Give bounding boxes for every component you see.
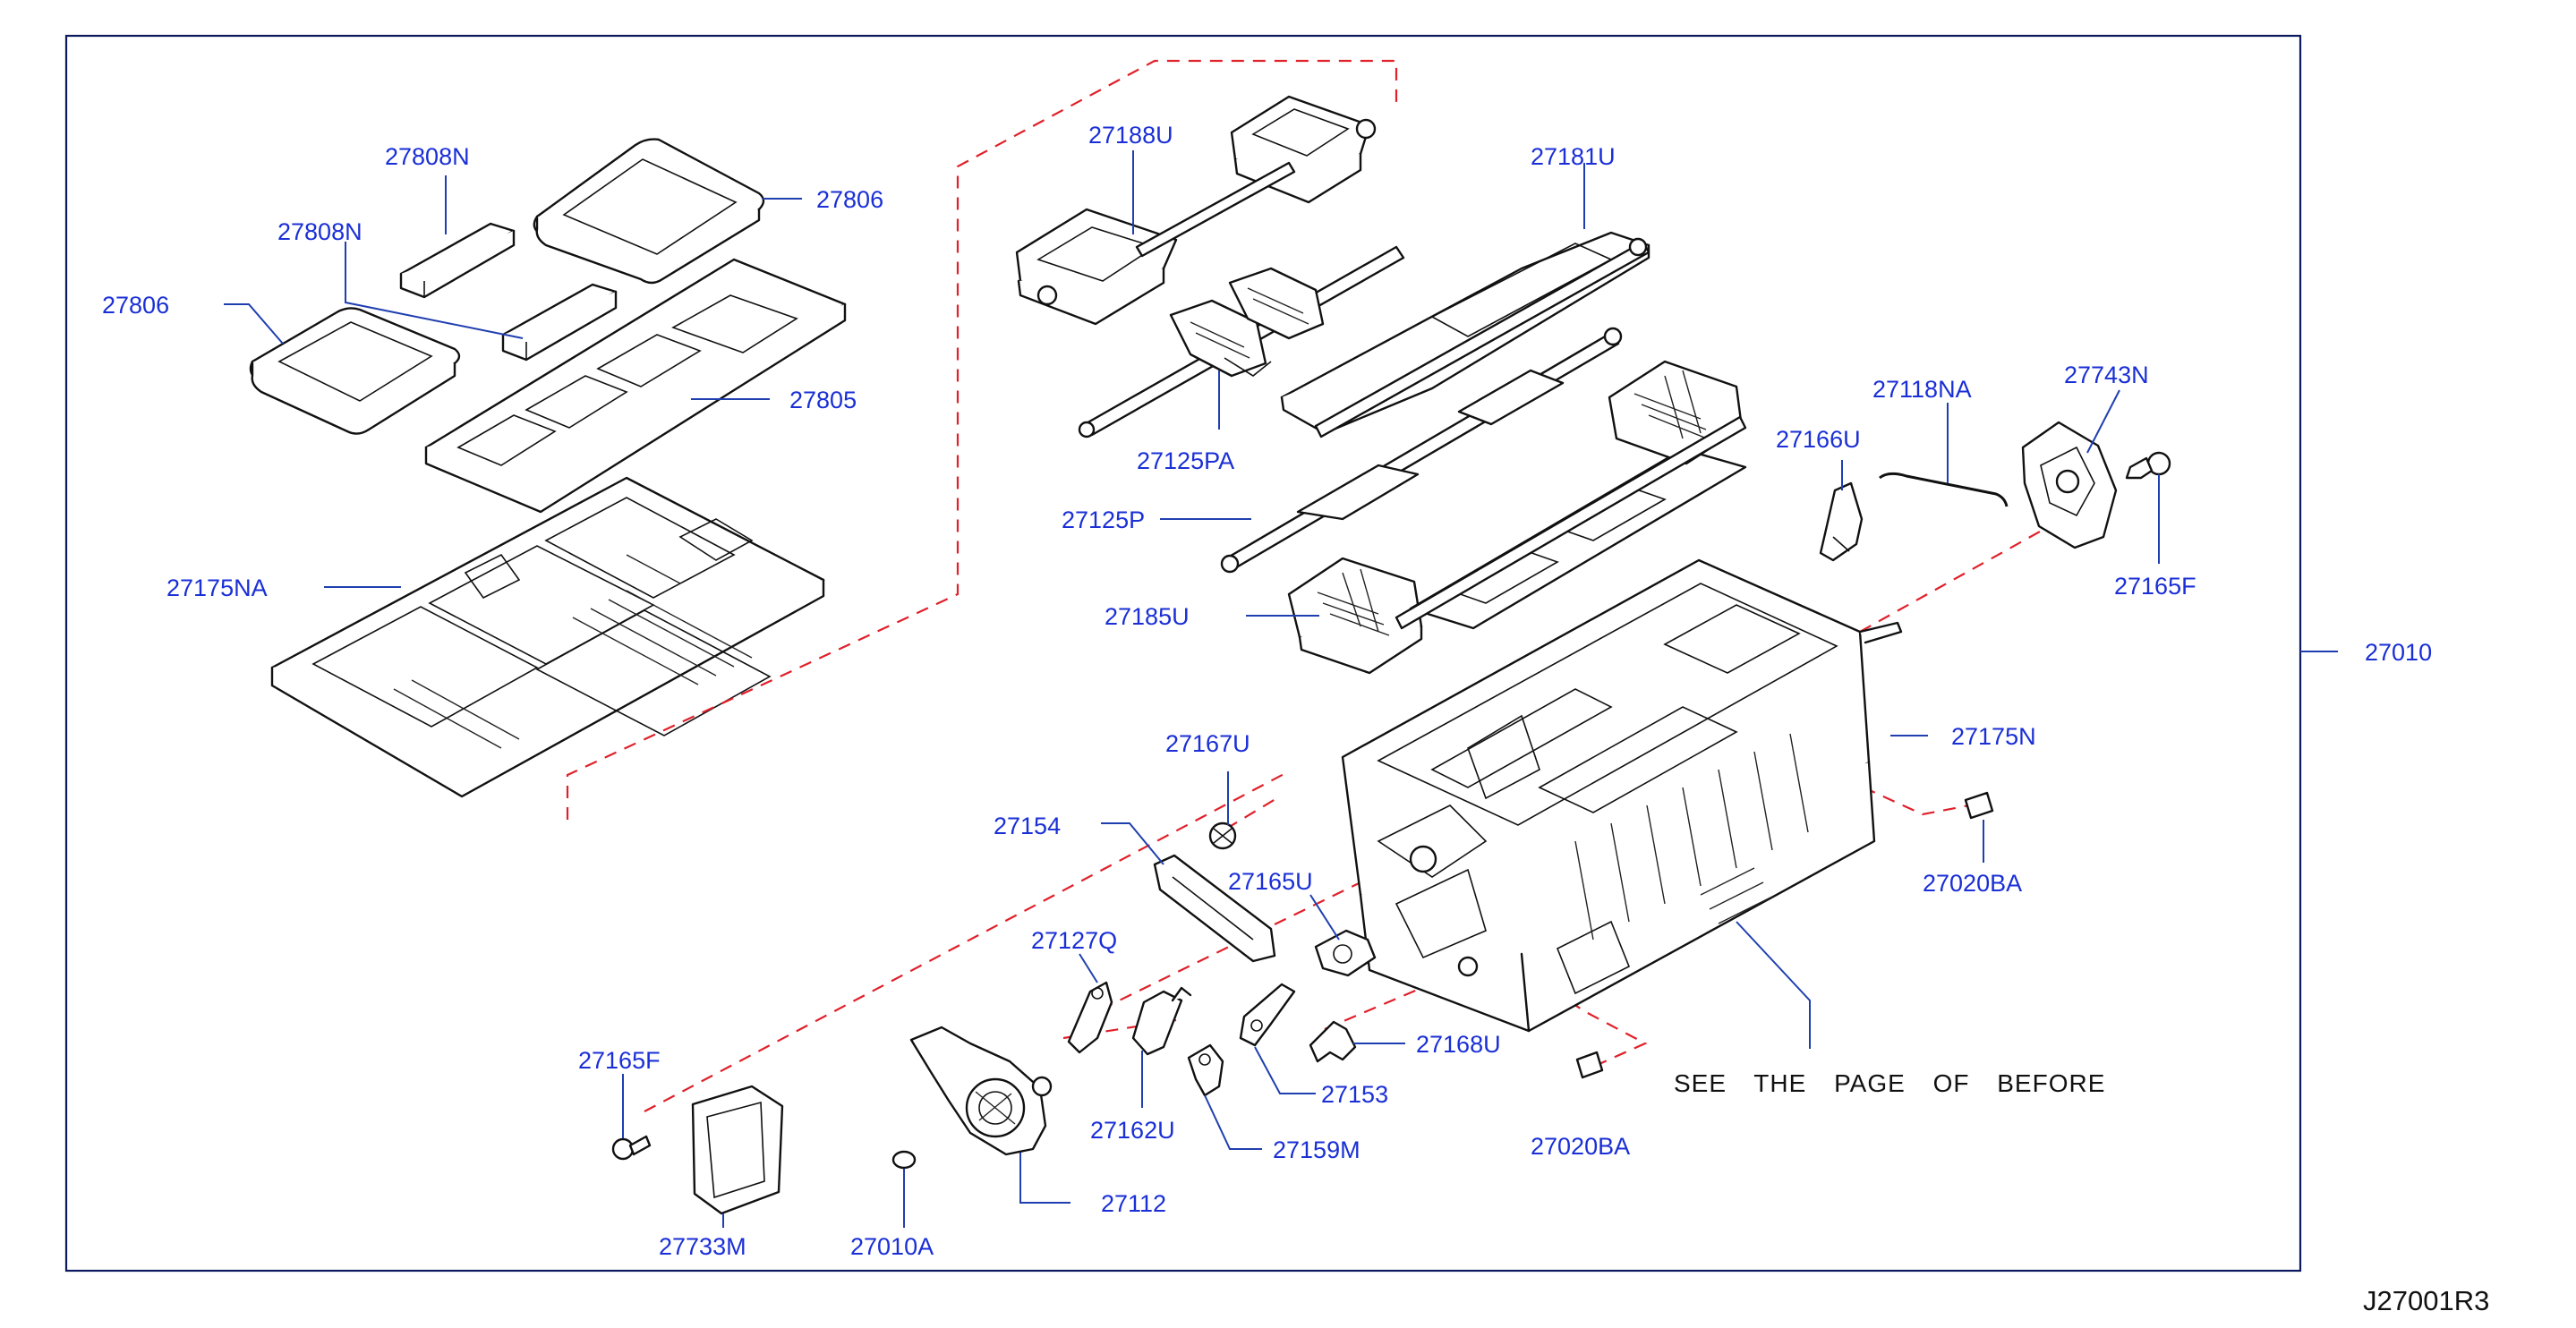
leader-27153 [1254, 1046, 1316, 1094]
hidden-line-27165F-lower [644, 770, 1290, 1112]
label-27159M[interactable]: 27159M [1273, 1136, 1361, 1163]
leader-27165U [1309, 894, 1340, 941]
clip-27020BA-lower-shape [1575, 1051, 1604, 1079]
rod-27118NA-shape [1879, 472, 2009, 507]
filter-27806-lower-shape [249, 307, 461, 435]
label-27010A[interactable]: 27010A [850, 1233, 934, 1260]
filter-carrier-27805-shape [424, 258, 847, 514]
lever-27167U-shape [1208, 821, 1237, 850]
leader-see-before [1736, 921, 1811, 1049]
lever-27168U-shape [1309, 1020, 1357, 1063]
leader-27127Q [1079, 953, 1098, 983]
foam-strip-27808N-lower-shape [501, 283, 618, 362]
lever-27162U-shape [1131, 986, 1192, 1056]
label-27162U[interactable]: 27162U [1090, 1117, 1175, 1144]
leader-27808N-b [345, 242, 524, 339]
lever-27166U-shape [1819, 481, 1864, 562]
label-27806-a[interactable]: 27806 [816, 186, 883, 213]
screw-27165F-upper-shape [2125, 451, 2171, 480]
label-27806-b[interactable]: 27806 [102, 292, 169, 319]
part-labels: 27808N 27806 27808N 27806 27805 27175NA … [102, 122, 2432, 1260]
foot-door-27185U-shape [1287, 360, 1747, 675]
lever-27159M-shape [1187, 1043, 1224, 1097]
label-27118NA[interactable]: 27118NA [1872, 376, 1972, 403]
lever-27165U-shape [1314, 929, 1377, 977]
filter-27806-upper-shape [533, 138, 765, 285]
mode-door-27188U-shape [1015, 95, 1377, 326]
label-27153[interactable]: 27153 [1321, 1081, 1388, 1108]
label-27127Q[interactable]: 27127Q [1031, 927, 1117, 954]
motor-27112-shape [909, 1026, 1053, 1156]
label-27808N-a[interactable]: 27808N [385, 143, 470, 170]
label-27154[interactable]: 27154 [994, 813, 1061, 839]
label-27743N[interactable]: 27743N [2064, 362, 2149, 388]
lever-27127Q-shape [1067, 981, 1113, 1054]
nut-27010A-shape [891, 1150, 917, 1170]
air-mix-door-27125PA-shape [1078, 245, 1405, 438]
see-page-before-note: SEE THE PAGE OF BEFORE [1674, 1069, 2105, 1097]
label-27175NA[interactable]: 27175NA [166, 575, 268, 601]
label-27112[interactable]: 27112 [1101, 1190, 1166, 1217]
label-27167U[interactable]: 27167U [1165, 730, 1250, 757]
heater-housing-27175N-shape [1341, 558, 1903, 1033]
clip-27020BA-right-shape [1964, 791, 1994, 820]
control-unit-27733M-shape [691, 1085, 784, 1215]
hidden-line-27020BA-right [1863, 786, 1970, 816]
label-27125PA[interactable]: 27125PA [1137, 447, 1234, 474]
door-shaft-27125P-shape [1220, 327, 1623, 574]
label-27733M[interactable]: 27733M [659, 1233, 746, 1260]
lever-27153-shape [1239, 983, 1296, 1047]
label-27808N-b[interactable]: 27808N [277, 218, 363, 245]
diagram-frame [64, 34, 2302, 1273]
label-27165F-b[interactable]: 27165F [578, 1047, 661, 1074]
label-27168U[interactable]: 27168U [1416, 1031, 1501, 1058]
label-27125P[interactable]: 27125P [1062, 507, 1145, 533]
hidden-line-27167U [1225, 796, 1281, 830]
label-27165F-a[interactable]: 27165F [2114, 573, 2196, 600]
label-27020BA-a[interactable]: 27020BA [1923, 870, 2022, 897]
foam-strip-27808N-upper-shape [399, 222, 516, 299]
label-27165U[interactable]: 27165U [1228, 868, 1313, 895]
leader-27159M [1204, 1094, 1262, 1150]
label-27020BA-b[interactable]: 27020BA [1531, 1133, 1630, 1160]
label-27181U[interactable]: 27181U [1531, 143, 1616, 170]
leader-27112 [1019, 1153, 1070, 1204]
label-27188U[interactable]: 27188U [1088, 122, 1173, 149]
label-27805[interactable]: 27805 [789, 387, 857, 413]
screw-27165F-lower-shape [611, 1135, 652, 1161]
leader-27743N [2086, 389, 2120, 454]
label-27175N[interactable]: 27175N [1951, 723, 2036, 750]
leader-27154 [1101, 822, 1164, 865]
housing-frame-27175NA-shape [270, 476, 825, 798]
link-27154-shape [1153, 854, 1276, 963]
hidden-line-top-group-boundary [566, 59, 1398, 820]
diagram-code: J27001R3 [2363, 1285, 2489, 1316]
label-27185U[interactable]: 27185U [1105, 603, 1190, 630]
motor-actuator-27743N-shape [2021, 421, 2118, 549]
label-27166U[interactable]: 27166U [1776, 426, 1861, 453]
label-27010[interactable]: 27010 [2365, 639, 2432, 666]
panel-door-27181U-shape [1280, 231, 1651, 438]
leader-27806-b [224, 303, 284, 345]
